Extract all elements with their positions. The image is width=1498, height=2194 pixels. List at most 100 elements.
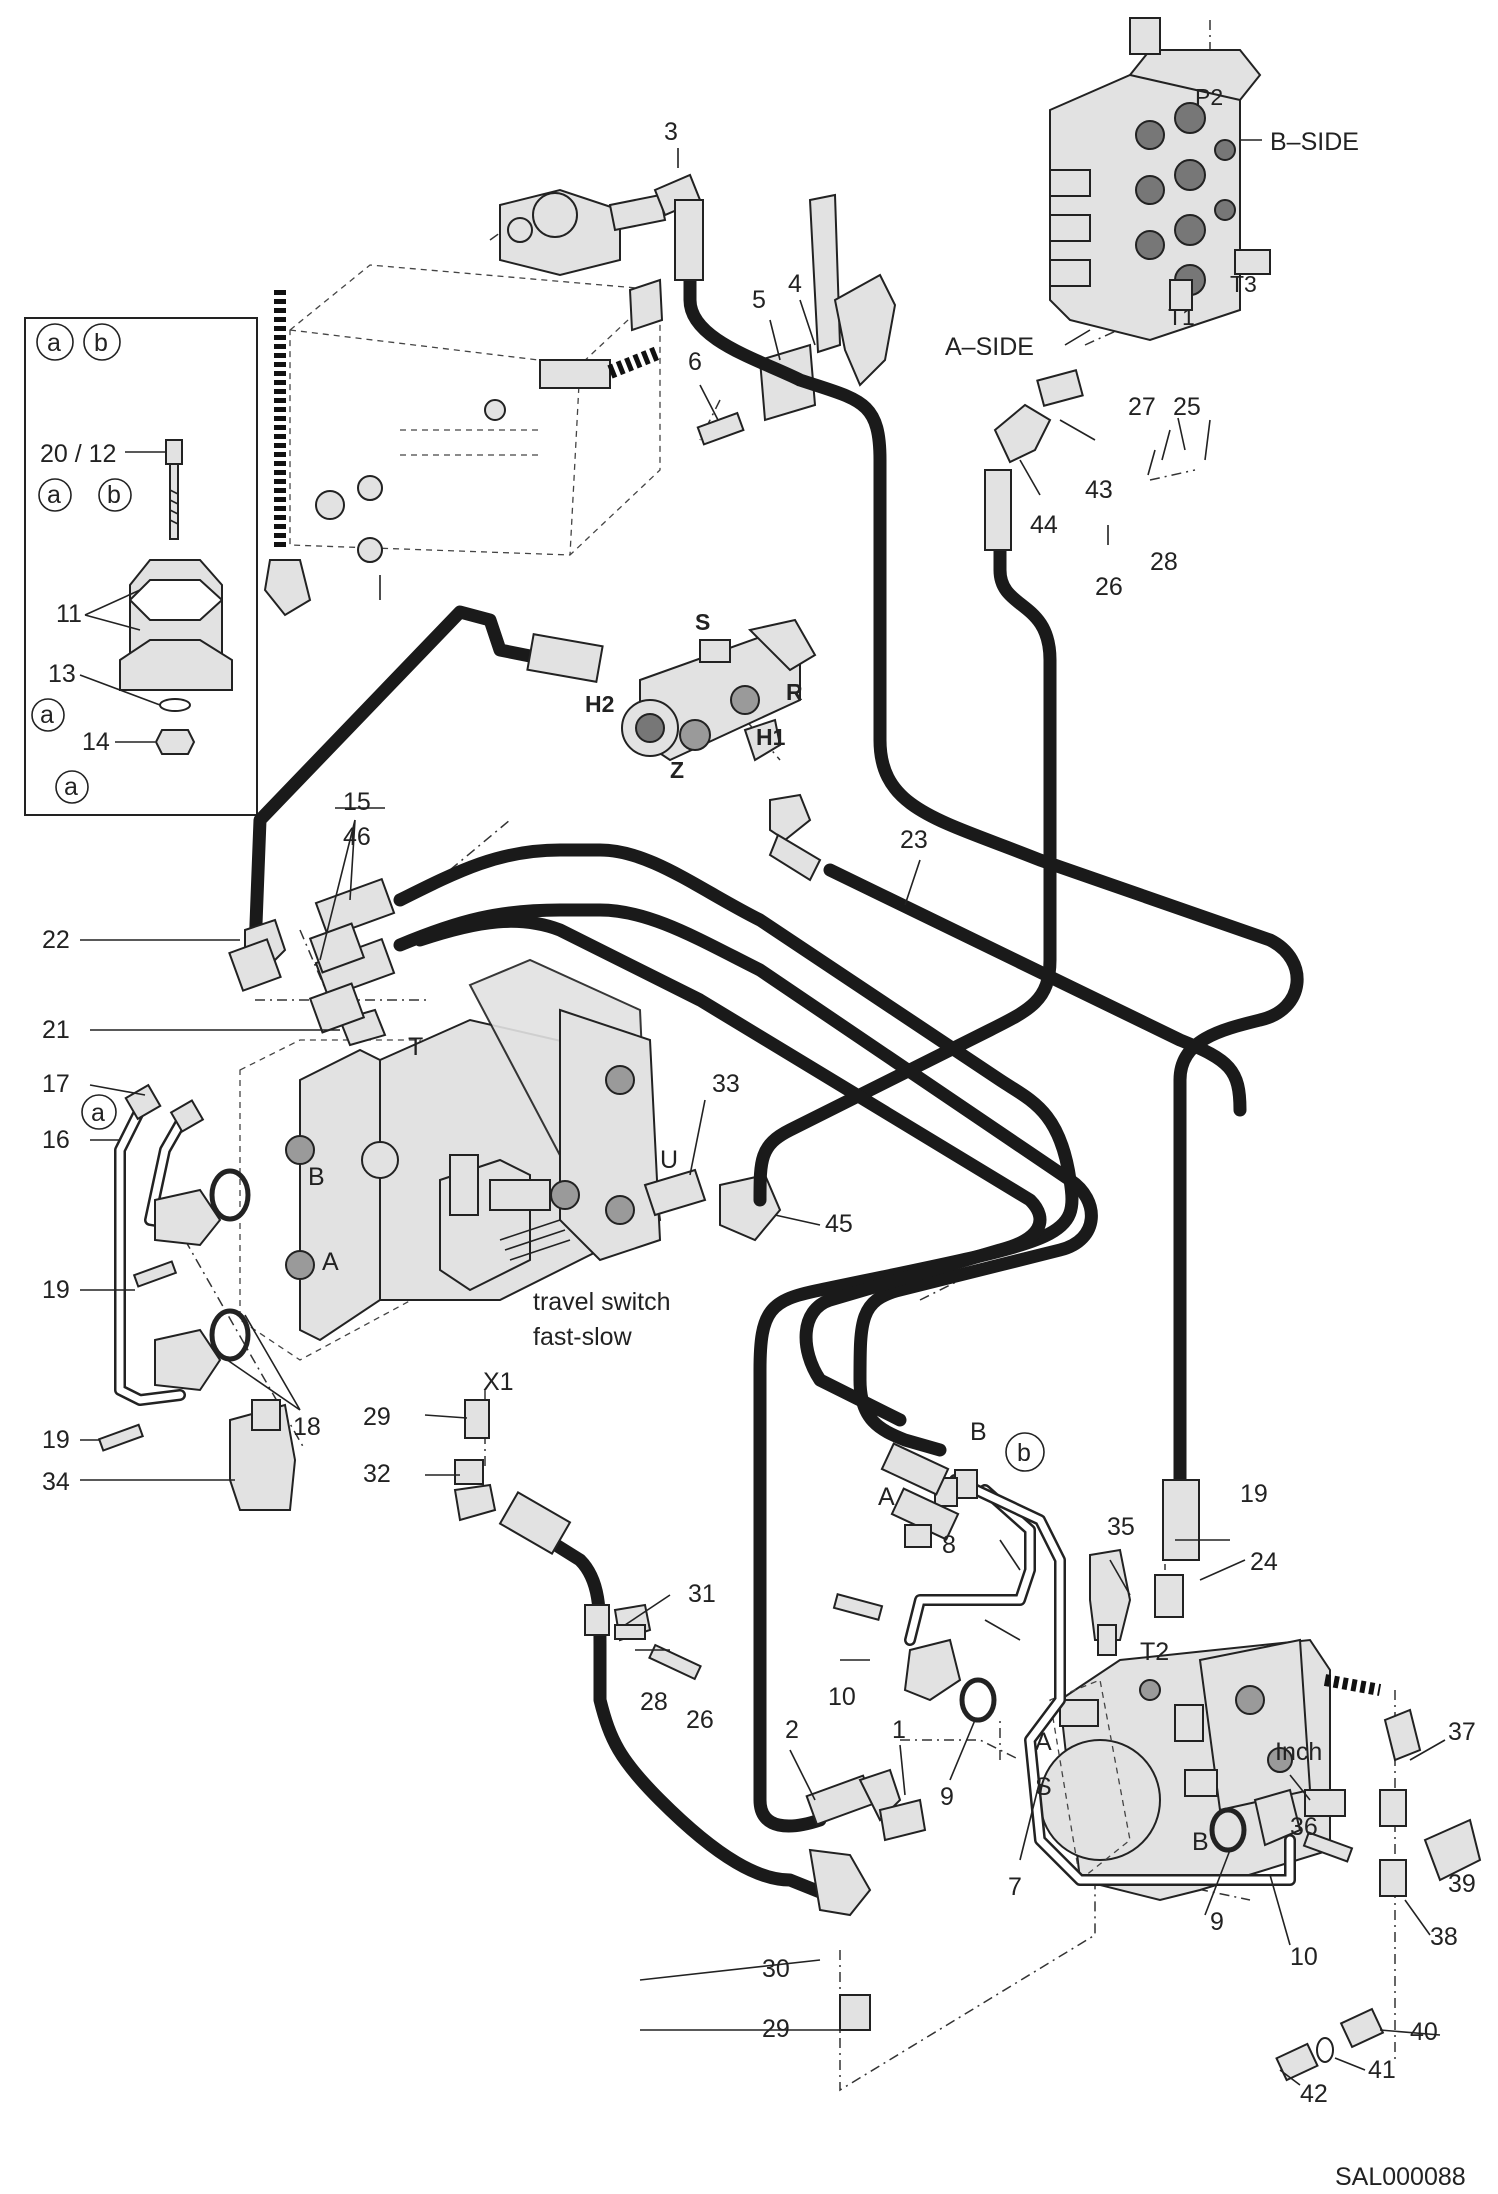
callout-30: 30	[762, 1955, 790, 1983]
callout-labels: 3 4 5 6 27 25 44 43 28 26 23 15 46 22 21…	[42, 118, 1476, 2108]
leader-lines	[80, 148, 1446, 2086]
motor-port-a: A	[322, 1248, 339, 1276]
callout-16: 16	[42, 1126, 70, 1154]
callout-10b: 10	[1290, 1943, 1318, 1971]
shuttle-port-h2: H2	[585, 691, 614, 717]
drawing-id: SAL000088	[1335, 2163, 1466, 2191]
inset-badge-b: b	[94, 329, 108, 357]
callout-34: 34	[42, 1468, 70, 1496]
valve-b-side-label: B–SIDE	[1270, 128, 1359, 156]
callout-38: 38	[1430, 1923, 1458, 1951]
callout-1: 1	[892, 1716, 906, 1744]
callout-32: 32	[363, 1460, 391, 1488]
callout-21: 21	[42, 1016, 70, 1044]
inset-nut-badge: a	[64, 773, 78, 801]
callout-5: 5	[752, 286, 766, 314]
pump-hose-label-a: A	[878, 1483, 895, 1511]
hoses	[248, 263, 1304, 1907]
pump-hose-badge-b: b	[1017, 1439, 1031, 1467]
pump-port-s: S	[1035, 1773, 1052, 1801]
inset-bolt-badge-b: b	[107, 481, 121, 509]
motor-note-line1: travel switch	[533, 1288, 671, 1316]
motor-port-t: T	[408, 1033, 423, 1061]
callout-28a: 28	[1150, 548, 1178, 576]
callout-35: 35	[1107, 1513, 1135, 1541]
hose-bracket	[696, 193, 897, 446]
callout-23: 23	[900, 826, 928, 854]
hydraulic-tank	[263, 173, 702, 617]
callout-9a: 9	[940, 1783, 954, 1811]
callout-44: 44	[1030, 511, 1058, 539]
callout-26b: 26	[686, 1706, 714, 1734]
inset-label-bolt: 20 / 12	[40, 440, 116, 468]
callout-33: 33	[712, 1070, 740, 1098]
valve-a-side-label: A–SIDE	[945, 333, 1034, 361]
callout-2: 2	[785, 1716, 799, 1744]
callout-28b: 28	[640, 1688, 668, 1716]
callout-24: 24	[1250, 1548, 1278, 1576]
callout-45: 45	[825, 1210, 853, 1238]
inset-label-clamp: 11	[56, 600, 82, 628]
inset-labels: a b 20 / 12 a b 11 13 a 14 a	[31, 323, 165, 804]
callout-3: 3	[664, 118, 678, 146]
callout-42: 42	[1300, 2080, 1328, 2108]
callout-43: 43	[1085, 476, 1113, 504]
pump-pipes	[904, 1469, 1296, 1886]
inset-label-nut: 14	[82, 728, 110, 756]
callout-39: 39	[1448, 1870, 1476, 1898]
callout-46: 46	[343, 823, 371, 851]
inset-label-washer: 13	[48, 660, 76, 688]
callout-15: 15	[343, 788, 371, 816]
callout-19a: 19	[42, 1276, 70, 1304]
callout-25: 25	[1173, 393, 1201, 421]
callout-18: 18	[293, 1413, 321, 1441]
control-valve: P2 T1 T3	[1049, 17, 1271, 346]
callout-41: 41	[1368, 2056, 1396, 2084]
callout-19c: 19	[1240, 1480, 1268, 1508]
shuttle-valve	[621, 618, 822, 882]
motor-port-b: B	[308, 1163, 325, 1191]
callout-6: 6	[688, 348, 702, 376]
pump-port-a: A	[1035, 1728, 1052, 1756]
callout-29b: 29	[762, 2015, 790, 2043]
motor-pipe-badge-a: a	[91, 1099, 105, 1127]
pump-port-t2: T2	[1140, 1638, 1169, 1666]
shuttle-port-s: S	[695, 609, 710, 635]
motor-note-line2: fast-slow	[533, 1323, 633, 1351]
inset-bolt-badge-a: a	[47, 481, 61, 509]
pump-hose-label-b: B	[970, 1418, 987, 1446]
callout-22: 22	[42, 926, 70, 954]
shuttle-port-h1: H1	[756, 724, 786, 750]
callout-37: 37	[1448, 1718, 1476, 1746]
inset-frame	[24, 317, 258, 816]
pump-port-inch: Inch	[1275, 1738, 1322, 1766]
callout-10a: 10	[828, 1683, 856, 1711]
callout-29a: 29	[363, 1403, 391, 1431]
shuttle-port-r: R	[786, 679, 803, 705]
callout-19b: 19	[42, 1426, 70, 1454]
inset-washer-badge: a	[40, 701, 54, 729]
motor-pipes	[97, 1083, 297, 1511]
clamp-inset	[24, 317, 258, 816]
port-label-t3: T3	[1230, 271, 1257, 297]
callout-4: 4	[788, 270, 802, 298]
hose-fittings	[228, 199, 1200, 2031]
port-labels: B–SIDE A–SIDE S R H1 H2 Z T B A U X1 tra…	[81, 128, 1466, 2191]
callout-40: 40	[1410, 2018, 1438, 2046]
travel-motor	[239, 958, 782, 1439]
drive-pump	[832, 1548, 1482, 2082]
callout-31: 31	[688, 1580, 716, 1608]
callout-8: 8	[942, 1531, 956, 1559]
shuttle-port-z: Z	[670, 757, 684, 783]
motor-port-x1: X1	[483, 1368, 514, 1396]
callout-27: 27	[1128, 393, 1156, 421]
callout-36: 36	[1290, 1813, 1318, 1841]
callout-9b: 9	[1210, 1908, 1224, 1936]
callout-26a: 26	[1095, 573, 1123, 601]
pump-port-b: B	[1192, 1828, 1209, 1856]
inset-badge-a: a	[47, 329, 61, 357]
callout-7: 7	[1008, 1873, 1022, 1901]
port-label-p2: P2	[1195, 84, 1223, 110]
port-label-t1: T1	[1168, 304, 1195, 330]
